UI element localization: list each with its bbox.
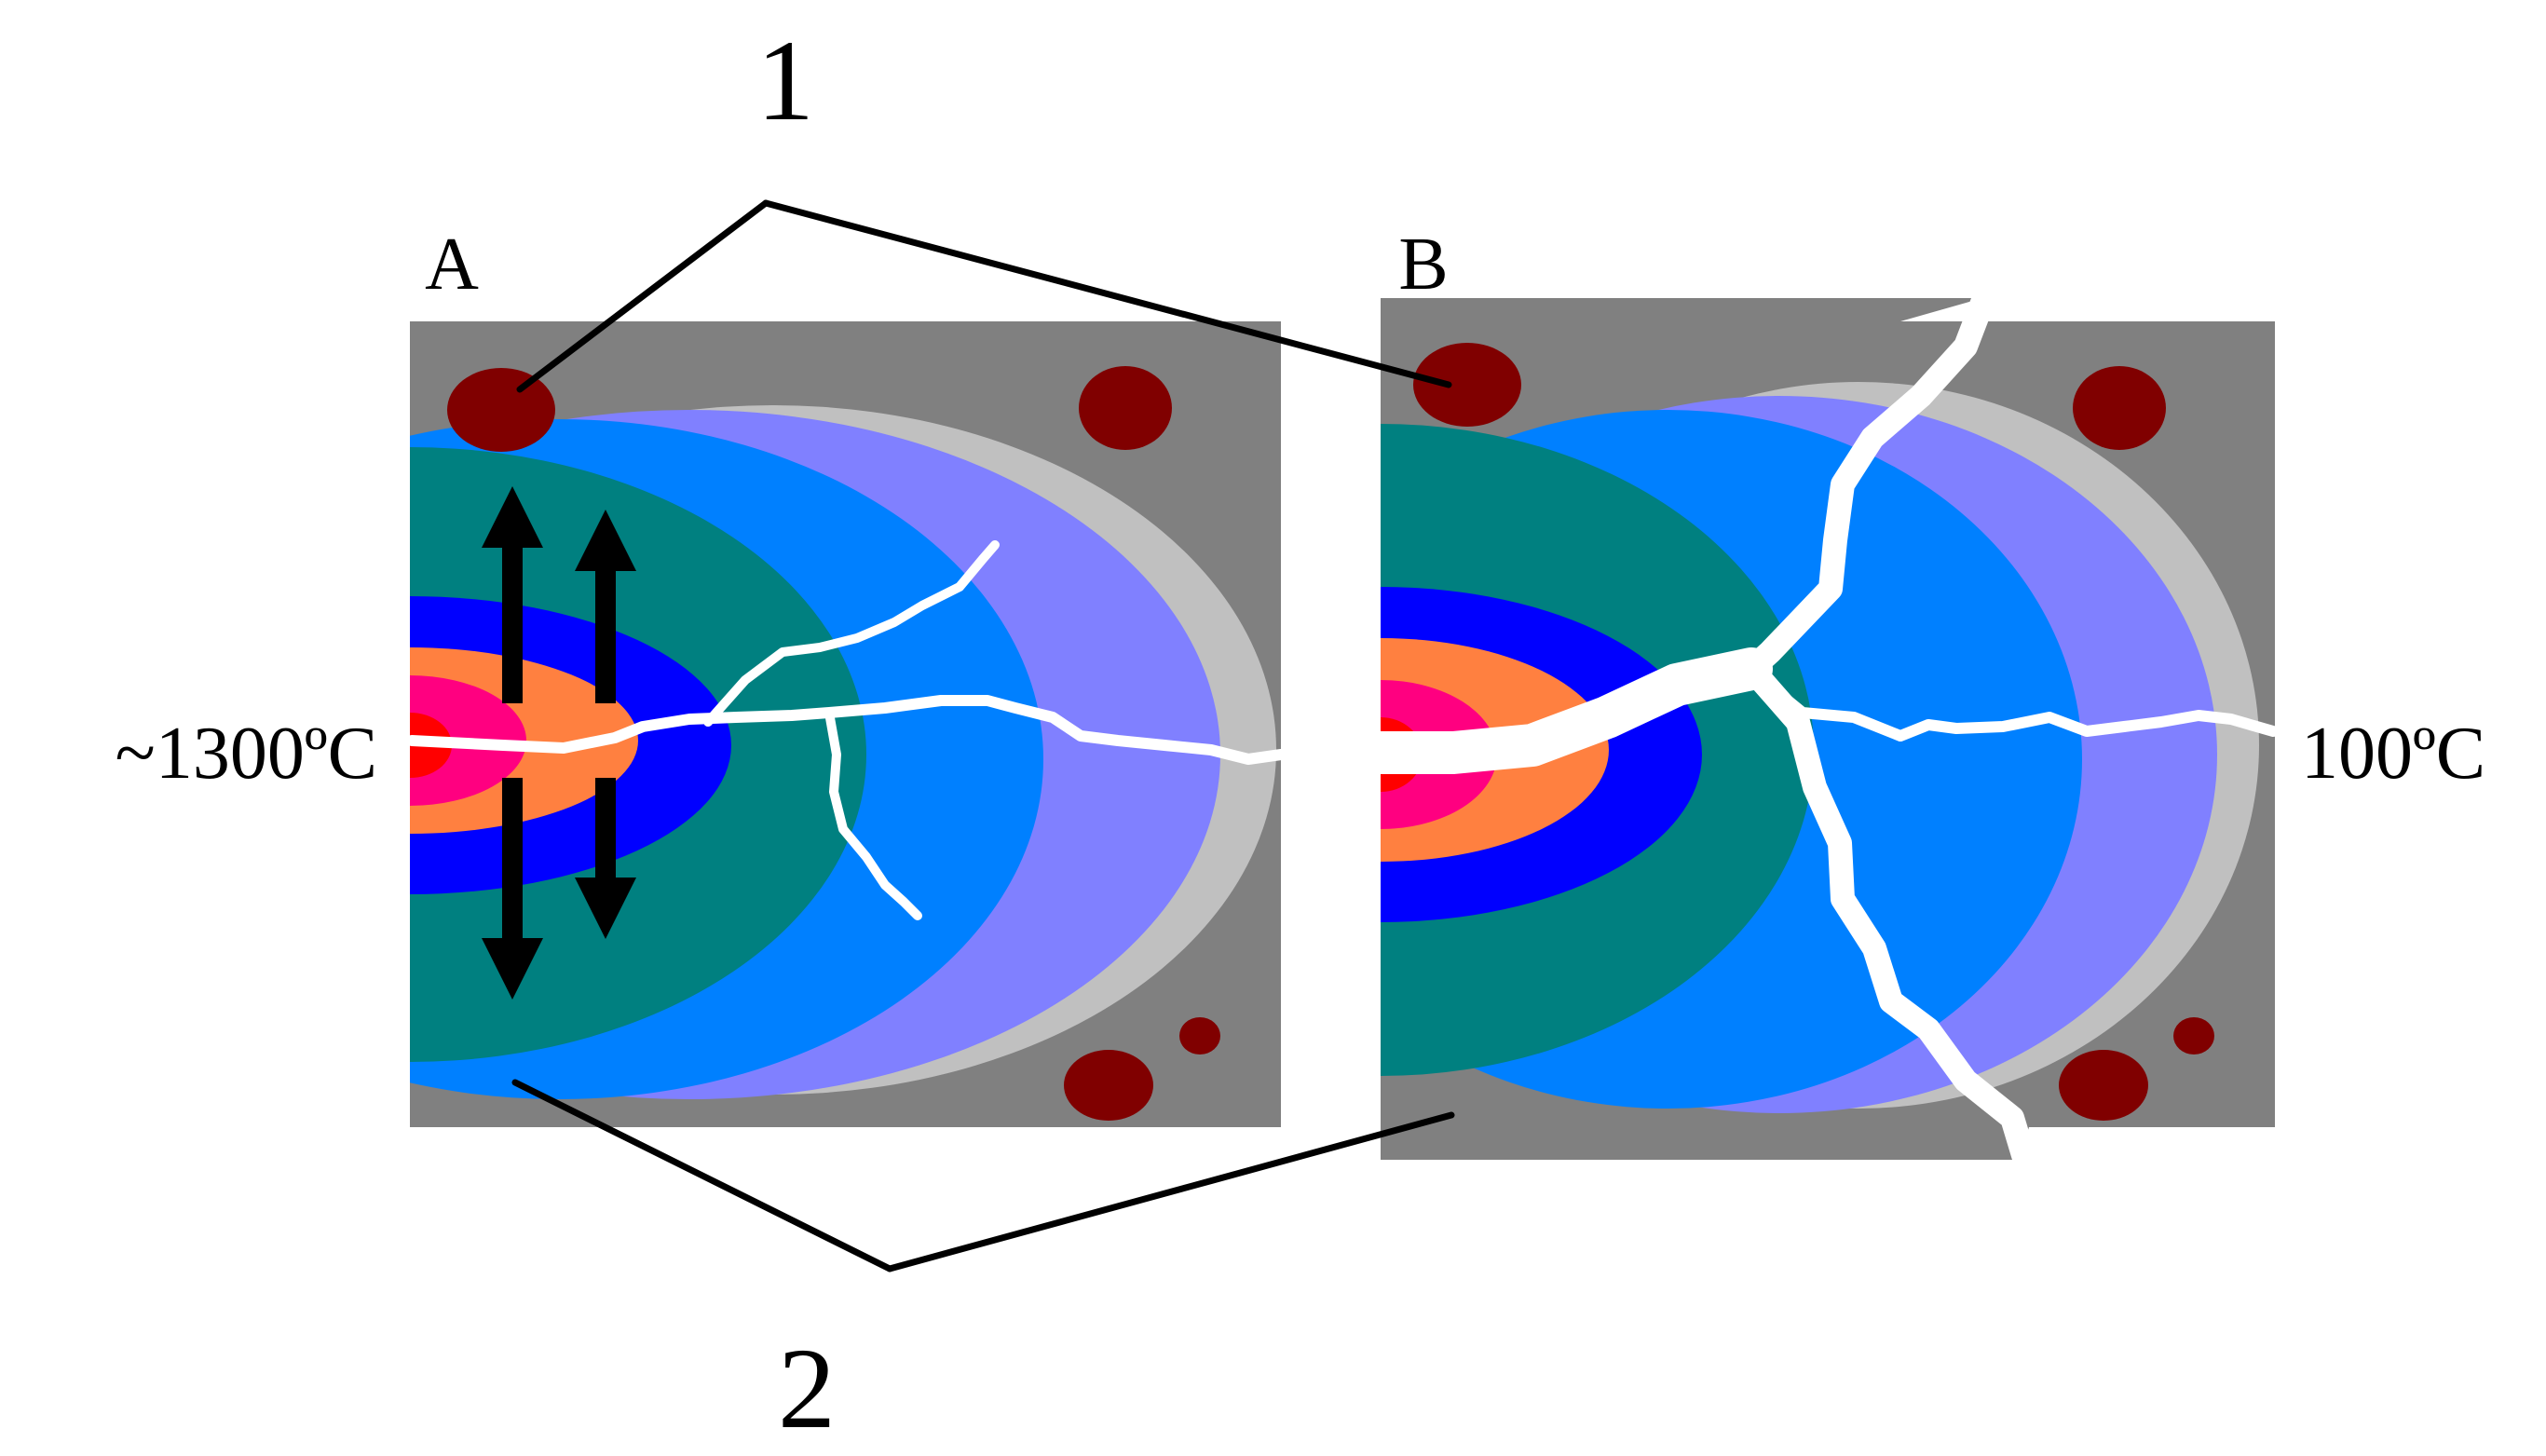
- crack-main: [406, 695, 1287, 765]
- panel-a-label: A: [425, 224, 479, 306]
- crack-branch-upper: [703, 540, 1000, 727]
- callout-label-1: 1: [756, 17, 814, 144]
- inclusion: [2173, 1017, 2214, 1055]
- panel-b: [1359, 291, 2279, 1167]
- inclusion: [2073, 366, 2166, 450]
- crack-fine-right: [1746, 665, 2279, 742]
- panel-b-cracks: [1359, 291, 2279, 1167]
- inclusion: [1079, 366, 1172, 450]
- zone-pink: [1381, 680, 1497, 829]
- leader-line-2-to-a: [511, 1079, 893, 1272]
- leader-line-2-to-b: [886, 1111, 1455, 1272]
- panel-b-label: B: [1398, 224, 1448, 306]
- hot-face-temperature-label: ~1300ºC: [116, 713, 377, 795]
- inclusion: [1179, 1017, 1220, 1055]
- crack-vertical-upper: [1739, 291, 1995, 681]
- inclusion: [447, 368, 555, 452]
- callout-label-2: 2: [778, 1325, 836, 1452]
- panel-b-inclusions: [1413, 343, 2214, 1121]
- crack-vertical-lower: [1739, 657, 2035, 1167]
- leader-line-1-to-a: [516, 199, 769, 393]
- inclusion: [1064, 1050, 1153, 1121]
- crack-branch-lower: [824, 708, 922, 920]
- leader-line-1-to-b: [762, 199, 1452, 388]
- zone-orange: [1381, 638, 1609, 862]
- panel-a-cracks: [406, 540, 1287, 920]
- panel-a: [406, 321, 1287, 1127]
- crack-main-wide: [1359, 647, 1773, 774]
- zone-teal: [1381, 424, 1814, 1076]
- stress-arrows: [482, 486, 636, 1000]
- inclusion: [2059, 1050, 2148, 1121]
- inclusion: [1413, 343, 1521, 427]
- panel-a-inclusions: [447, 366, 1220, 1121]
- leader-lines: [511, 199, 1455, 1272]
- cold-face-temperature-label: 100ºC: [2301, 713, 2485, 795]
